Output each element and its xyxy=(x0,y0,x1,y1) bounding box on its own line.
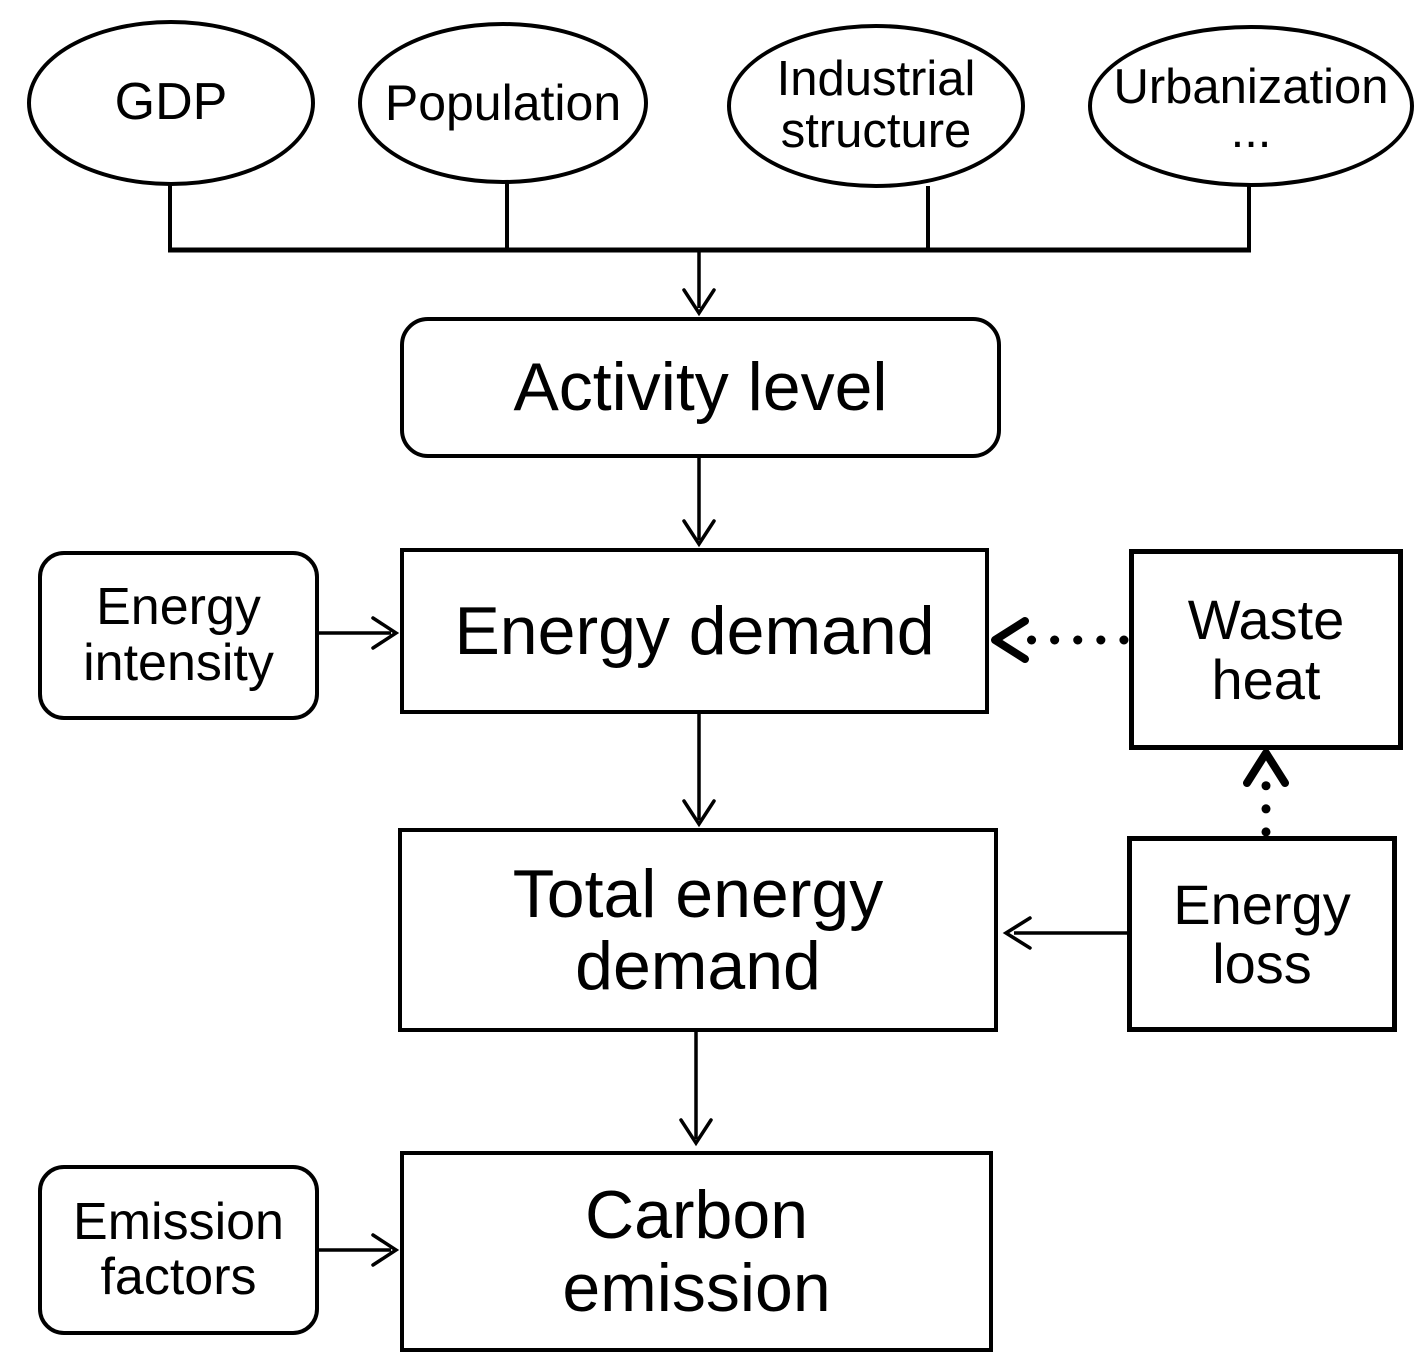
arrowhead-energy-demand-to-total xyxy=(682,799,716,828)
node-energy-intensity-label-line2: intensity xyxy=(83,633,274,692)
node-total-energy-demand: Total energy demand xyxy=(398,828,998,1032)
node-energy-demand-label: Energy demand xyxy=(454,592,935,669)
node-total-energy-demand-label-line2: demand xyxy=(575,928,821,1004)
arrowhead-energy-loss-to-total xyxy=(1002,916,1032,950)
arrowhead-bus-to-activity xyxy=(682,288,716,317)
arrowhead-total-to-carbon xyxy=(679,1118,713,1147)
node-waste-heat-label-line1: Waste xyxy=(1187,588,1345,652)
node-carbon-emission-label-line2: emission xyxy=(562,1249,831,1326)
arrowhead-emission-factors-to-carbon xyxy=(371,1233,400,1267)
node-waste-heat-label-line2: heat xyxy=(1211,647,1321,711)
node-energy-demand: Energy demand xyxy=(400,548,989,714)
node-energy-loss-label-line2: loss xyxy=(1212,932,1312,995)
node-total-energy-demand-label-line1: Total energy xyxy=(512,855,884,932)
node-activity-level-label: Activity level xyxy=(513,349,888,426)
arrowhead-waste-heat-to-energy-demand xyxy=(991,617,1029,663)
node-urbanization-label-line2: ... xyxy=(1230,104,1272,159)
arrowhead-energy-loss-to-waste-heat xyxy=(1243,749,1289,787)
node-urbanization-label-line1: Urbanization xyxy=(1113,60,1389,115)
node-gdp: GDP xyxy=(27,20,315,186)
node-industrial-structure-label-line2: structure xyxy=(780,104,972,158)
node-industrial-structure-label-line1: Industrial xyxy=(776,52,976,107)
node-emission-factors: Emission factors xyxy=(38,1165,319,1335)
node-carbon-emission: Carbon emission xyxy=(400,1151,993,1352)
node-carbon-emission-label-line1: Carbon xyxy=(584,1177,809,1254)
node-energy-loss: Energy loss xyxy=(1127,836,1397,1032)
arrowhead-activity-to-energy-demand xyxy=(682,519,716,548)
node-population: Population xyxy=(358,22,648,184)
node-industrial-structure: Industrial structure xyxy=(727,24,1025,188)
node-energy-intensity: Energy intensity xyxy=(38,551,319,720)
node-activity-level: Activity level xyxy=(400,317,1001,458)
node-gdp-label: GDP xyxy=(114,73,228,132)
node-population-label: Population xyxy=(384,74,622,131)
node-waste-heat: Waste heat xyxy=(1129,549,1403,750)
node-emission-factors-label-line2: factors xyxy=(100,1248,257,1306)
arrowhead-energy-intensity-to-energy-demand xyxy=(371,616,400,650)
node-emission-factors-label-line1: Emission xyxy=(73,1192,284,1251)
node-energy-intensity-label-line1: Energy xyxy=(96,578,261,637)
node-urbanization: Urbanization ... xyxy=(1088,25,1414,187)
node-energy-loss-label-line1: Energy xyxy=(1173,872,1351,936)
